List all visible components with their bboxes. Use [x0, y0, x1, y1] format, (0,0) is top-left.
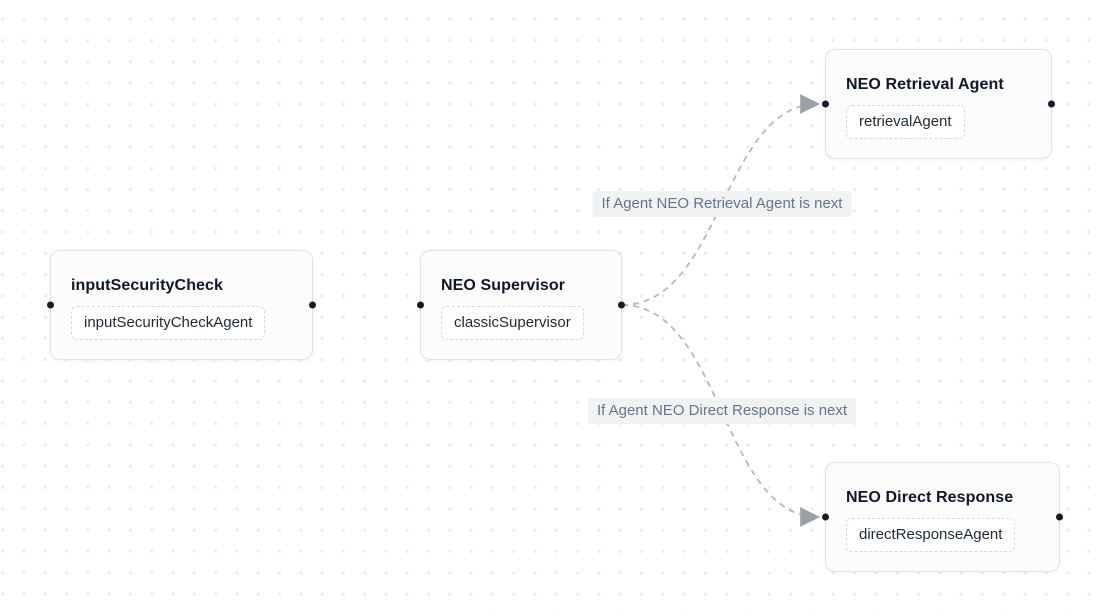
agent-chip: directResponseAgent [846, 518, 1016, 552]
node-neo-retrieval-agent[interactable]: NEO Retrieval Agent retrievalAgent [822, 49, 1055, 159]
agent-chip: classicSupervisor [441, 306, 584, 340]
node-title: inputSecurityCheck [71, 277, 224, 294]
node-title: NEO Direct Response [846, 489, 1014, 506]
node-title: NEO Supervisor [441, 277, 566, 294]
edge-supervisor-to-direct-response[interactable] [621, 304, 820, 527]
handle-target[interactable] [417, 301, 424, 309]
handle-source[interactable] [618, 301, 625, 309]
edge-label-retrieval-condition: If Agent NEO Retrieval Agent is next [592, 191, 852, 217]
handle-target[interactable] [47, 301, 54, 309]
node-neo-supervisor[interactable]: NEO Supervisor classicSupervisor [417, 250, 625, 360]
agent-chip: inputSecurityCheckAgent [71, 306, 266, 340]
handle-source[interactable] [309, 301, 316, 309]
agent-chip: retrievalAgent [846, 105, 965, 139]
handle-source[interactable] [1048, 100, 1055, 108]
handle-target[interactable] [822, 513, 829, 521]
edge-supervisor-to-retrieval[interactable] [621, 94, 820, 306]
handle-source[interactable] [1056, 513, 1063, 521]
edge-label-direct-response-condition: If Agent NEO Direct Response is next [587, 398, 857, 424]
node-input-security-check[interactable]: inputSecurityCheck inputSecurityCheckAge… [47, 250, 316, 360]
node-title: NEO Retrieval Agent [846, 76, 1004, 93]
handle-target[interactable] [822, 100, 829, 108]
node-neo-direct-response[interactable]: NEO Direct Response directResponseAgent [822, 462, 1063, 572]
